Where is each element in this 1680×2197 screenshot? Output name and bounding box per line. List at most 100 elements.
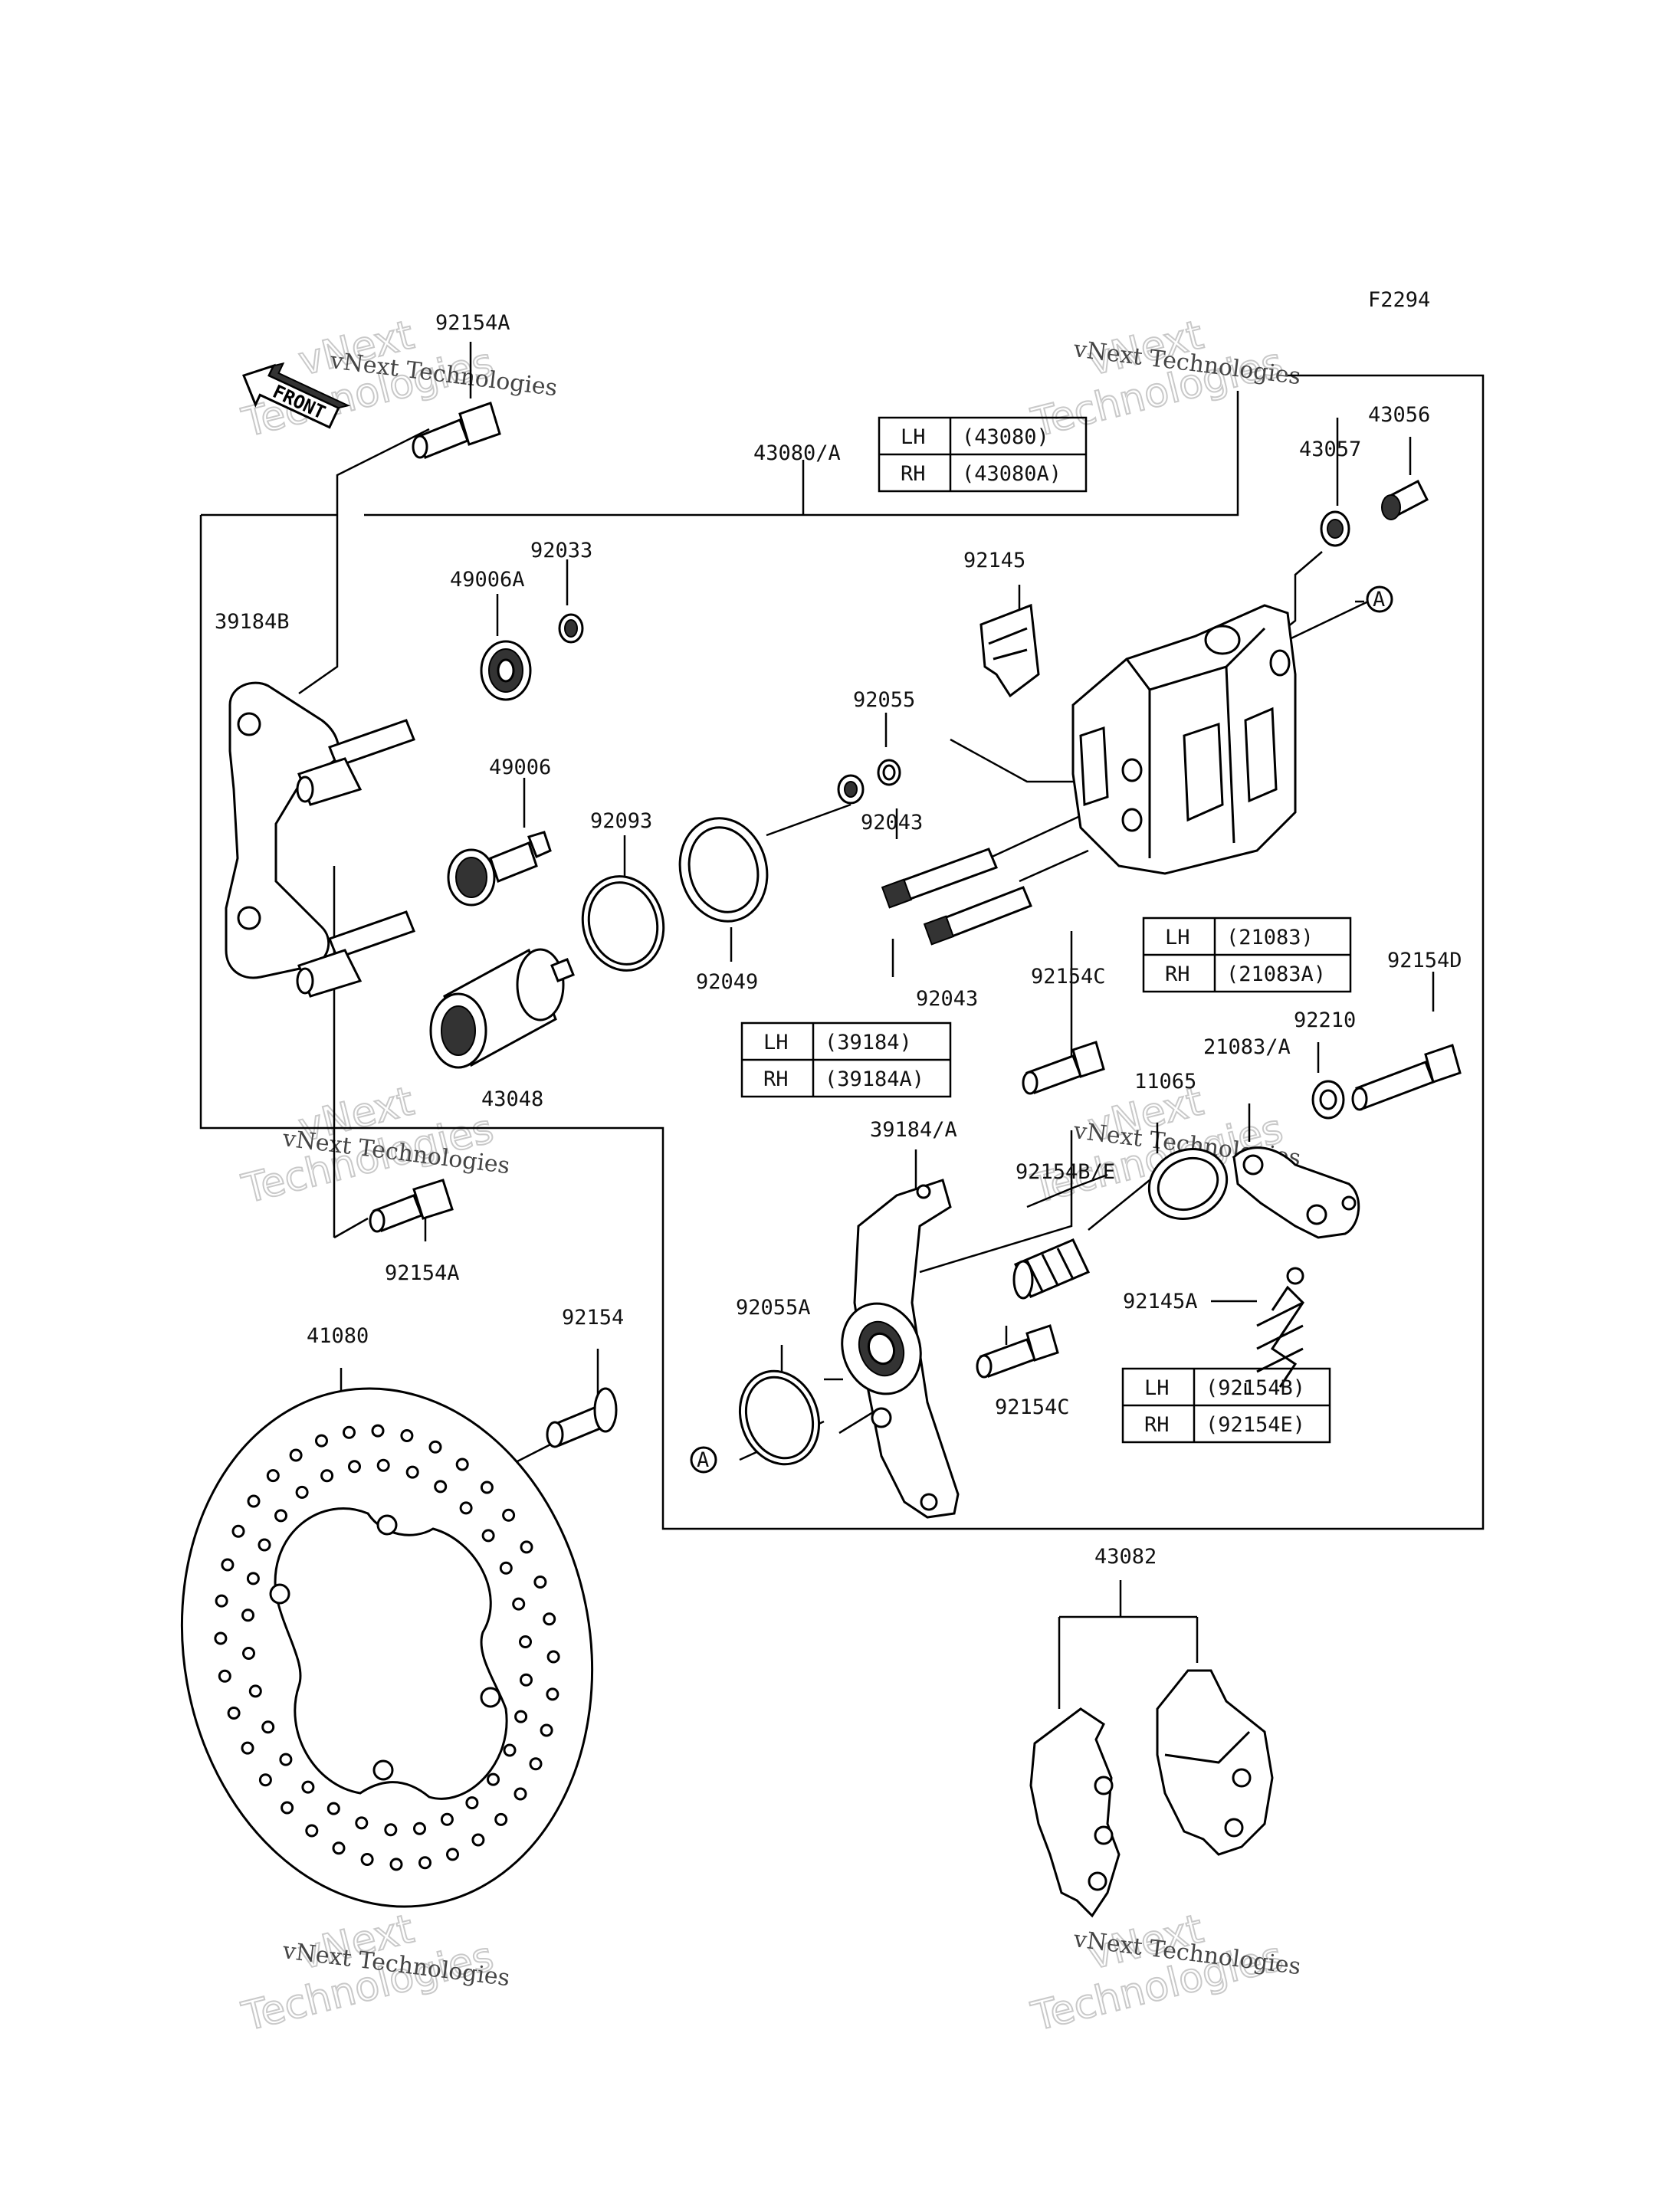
label-43057: 43057	[1299, 438, 1361, 461]
disc-hole	[446, 1848, 459, 1861]
label-92049: 92049	[696, 970, 758, 994]
label-92145: 92145	[963, 549, 1025, 572]
part-labels: F2294 92154A 43080/A 43056 43057 92033 4…	[215, 288, 1462, 1569]
callout-A-top: A	[1366, 585, 1393, 613]
label-43056: 43056	[1368, 403, 1430, 427]
label-92154C-upper: 92154C	[1031, 965, 1106, 989]
table-part: (92154B)	[1206, 1376, 1305, 1400]
table-part: (39184)	[825, 1031, 912, 1054]
label-92154A-top: 92154A	[435, 311, 510, 335]
disc-hole	[242, 1647, 255, 1660]
label-43048: 43048	[481, 1087, 543, 1111]
disc-hole	[465, 1796, 479, 1810]
label-92154D: 92154D	[1387, 949, 1462, 972]
disc-hole	[261, 1720, 275, 1734]
holder-39184	[841, 1179, 960, 1519]
bolt-92154A-bottom	[369, 1179, 454, 1233]
label-92154: 92154	[562, 1306, 624, 1330]
label-49006A: 49006A	[450, 568, 525, 592]
brake-disc-41080	[180, 1387, 594, 1908]
table-bolt: LH (92154B) RH (92154E)	[1121, 1367, 1331, 1444]
disc-hole	[332, 1841, 346, 1855]
table-part: (39184A)	[825, 1067, 924, 1091]
disc-hole	[529, 1757, 543, 1771]
disc-hole	[543, 1612, 556, 1626]
label-92043-a: 92043	[861, 811, 923, 835]
disc-hole	[428, 1440, 442, 1454]
piston-43048	[429, 948, 575, 1069]
disc-hole	[540, 1723, 553, 1737]
label-11065: 11065	[1134, 1070, 1196, 1094]
bolt-92154	[546, 1387, 618, 1448]
table-side: RH	[1144, 1413, 1170, 1437]
disc-hole	[519, 1635, 532, 1648]
pin-92043-b	[923, 886, 1032, 946]
nut-92210	[1311, 1080, 1345, 1120]
disc-hole	[301, 1780, 315, 1794]
table-side: LH	[763, 1031, 789, 1054]
table-part: (21083A)	[1226, 962, 1326, 986]
disc-hole	[227, 1707, 241, 1720]
bolt-92154A-top	[412, 402, 501, 459]
disc-hole	[512, 1597, 526, 1611]
bolt-92154D	[1351, 1044, 1462, 1111]
table-side: RH	[763, 1067, 789, 1091]
disc-hole	[405, 1465, 419, 1479]
disc-hole	[514, 1710, 528, 1723]
disc-hole	[487, 1772, 500, 1786]
label-49006: 49006	[489, 756, 551, 779]
disc-hole	[315, 1434, 328, 1448]
disc-hole	[214, 1631, 228, 1645]
brake-pads-43082	[1029, 1669, 1274, 1918]
disc-hole	[247, 1494, 261, 1508]
table-part: (43080)	[962, 425, 1049, 449]
seal-92049	[678, 817, 769, 923]
caliper-body-43080	[1071, 604, 1297, 875]
bearing-11065	[1147, 1147, 1229, 1221]
table-side: LH	[1144, 1376, 1170, 1400]
pin-92043-a	[881, 848, 998, 909]
table-side: RH	[1165, 962, 1190, 986]
callout-letter: A	[697, 1448, 709, 1472]
ring-92033	[558, 613, 584, 644]
disc-hole	[376, 1458, 390, 1472]
table-side: RH	[901, 462, 926, 486]
table-part: (21083)	[1226, 926, 1314, 949]
disc-hole	[218, 1669, 231, 1683]
bleeder-valve-43056	[1381, 479, 1429, 520]
label-43080A: 43080/A	[753, 441, 841, 465]
disc-hole	[231, 1524, 245, 1538]
disc-hole	[295, 1485, 309, 1499]
disc-hole	[274, 1509, 287, 1523]
disc-hole	[413, 1822, 426, 1835]
callout-letter: A	[1373, 588, 1385, 612]
bolt-92154C-upper	[1022, 1041, 1105, 1095]
disc-hole	[546, 1687, 559, 1701]
spring-92145A	[1256, 1267, 1304, 1388]
disc-hole	[266, 1469, 280, 1483]
pin-49006	[447, 831, 552, 907]
disc-hole	[355, 1816, 369, 1830]
label-92043-b: 92043	[916, 987, 978, 1011]
disc-hole	[279, 1753, 293, 1766]
disc-hole	[434, 1480, 448, 1494]
disc-hole	[326, 1802, 340, 1815]
disc-hole	[371, 1424, 385, 1438]
assembly-frame	[199, 374, 1485, 1530]
label-92154C-lower: 92154C	[995, 1395, 1070, 1419]
bracket-39184B	[225, 681, 415, 998]
seal-92093	[581, 875, 665, 972]
label-39184B: 39184B	[215, 610, 290, 634]
label-92154A-bottom: 92154A	[385, 1261, 460, 1285]
label-41080: 41080	[307, 1324, 369, 1348]
table-side: LH	[901, 425, 926, 449]
disc-hole	[481, 1529, 495, 1543]
disc-hole	[215, 1594, 228, 1608]
label-92055A: 92055A	[736, 1296, 811, 1320]
disc-hole	[281, 1801, 294, 1815]
disc-hole	[348, 1460, 361, 1474]
disc-hole	[455, 1458, 469, 1471]
disc-hole	[384, 1823, 398, 1837]
callout-A-bottom: A	[690, 1446, 717, 1474]
table-part: (43080A)	[962, 462, 1061, 486]
